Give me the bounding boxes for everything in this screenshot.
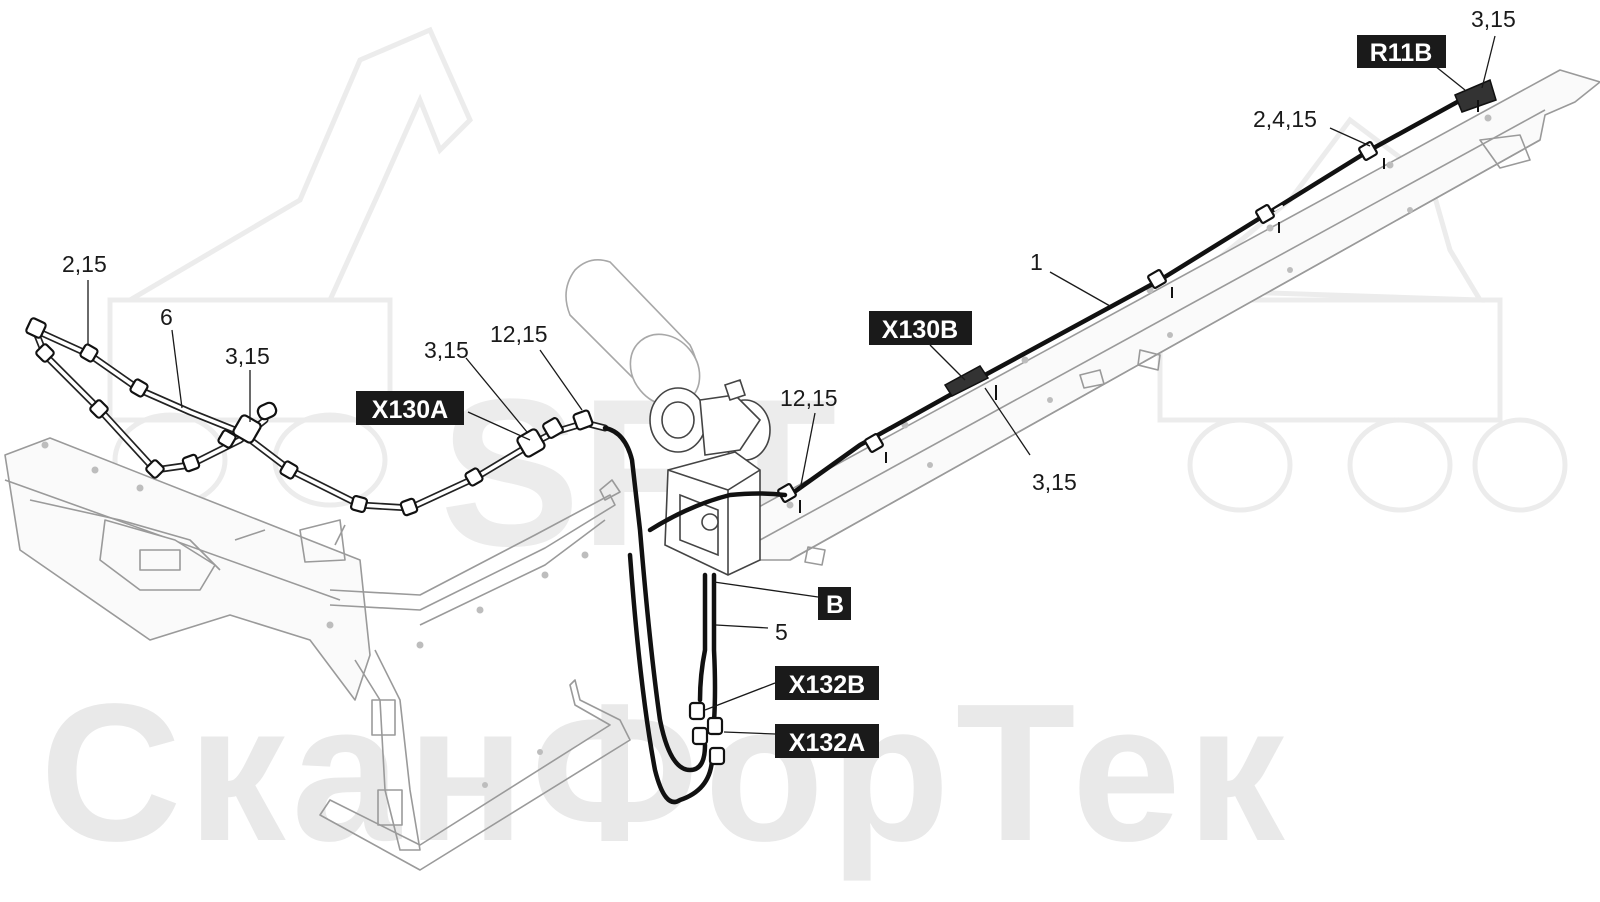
boom-rail [734, 69, 1600, 566]
tag-x132b-label: X132B [789, 671, 865, 699]
watermark-brand: СканФорТек [40, 663, 1291, 882]
tag-x130b-label: X130B [882, 316, 958, 344]
callout-6: 6 [160, 304, 173, 330]
tag-b-label: B [826, 591, 844, 619]
harness-6-clips [25, 317, 594, 517]
connector-plugs [688, 701, 726, 766]
tag-b: B [818, 587, 851, 620]
callout-3-15-left: 3,15 [225, 343, 270, 369]
tag-x132b: X132B [775, 666, 879, 700]
callout-12-15-left: 12,15 [490, 321, 548, 347]
callout-3-15-top-right: 3,15 [1471, 6, 1516, 32]
tag-x130a-label: X130A [372, 396, 448, 424]
cable-1 [777, 78, 1497, 513]
numeric-callouts: 3,15 2,4,15 1 2,15 6 3,15 3,15 12,15 12,… [62, 6, 1516, 645]
tag-x132a-label: X132A [789, 729, 865, 757]
cable-1-clips [777, 78, 1497, 513]
tag-x130b: X130B [869, 311, 972, 345]
tag-x132a: X132A [775, 724, 879, 758]
tag-x130a: X130A [356, 391, 464, 425]
callout-12-15-right: 12,15 [780, 385, 838, 411]
left-frame [4, 437, 631, 871]
connector-tags: R11B X130B X130A B X132B X132A [356, 35, 1446, 758]
tag-r11b: R11B [1357, 35, 1446, 68]
callout-3-15-mid: 3,15 [424, 337, 469, 363]
harness-6 [25, 317, 609, 517]
pump-motor [649, 378, 771, 461]
leader-lines [87, 35, 1496, 735]
callout-1: 1 [1030, 249, 1043, 275]
callout-5: 5 [775, 619, 788, 645]
boom-bolts [786, 114, 1492, 509]
tag-r11b-label: R11B [1370, 39, 1433, 67]
cable-5 [602, 425, 788, 805]
callout-2-4-15: 2,4,15 [1253, 106, 1317, 132]
callout-3-15-right: 3,15 [1032, 469, 1077, 495]
left-frame-bolts [41, 441, 589, 788]
watermark-excavator-left [107, 26, 473, 508]
control-box [664, 451, 761, 576]
callout-2-15: 2,15 [62, 251, 107, 277]
